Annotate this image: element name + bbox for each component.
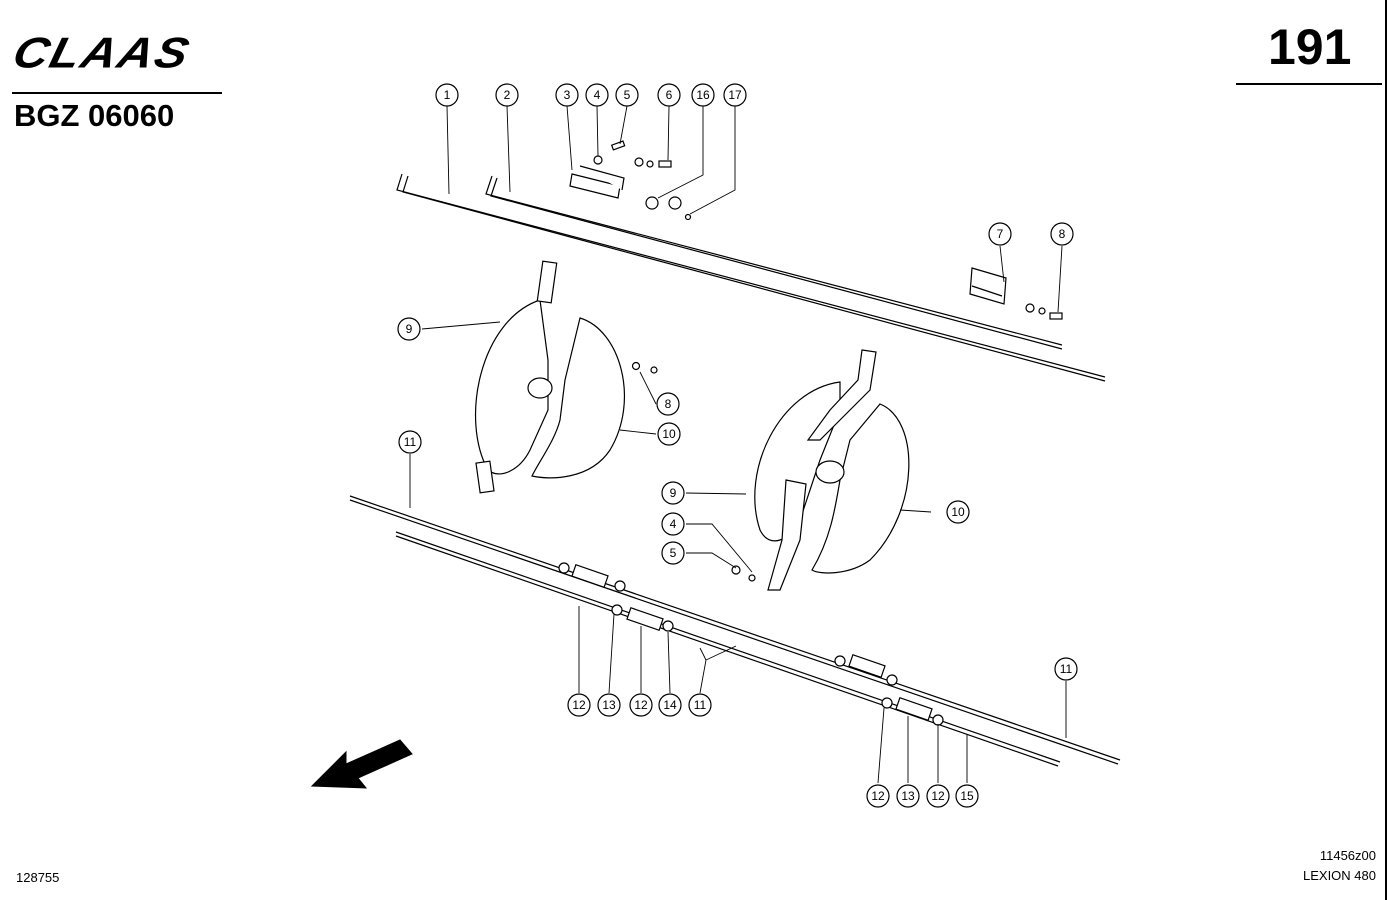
callout-1: 1 xyxy=(435,83,459,107)
callout-11-bottom: 12 xyxy=(567,693,591,717)
svg-text:10: 10 xyxy=(662,427,676,441)
svg-text:12: 12 xyxy=(871,789,885,803)
svg-text:11: 11 xyxy=(1060,662,1073,676)
svg-text:10: 10 xyxy=(951,505,965,519)
drawing-info: 11456z00 LEXION 480 xyxy=(1303,846,1376,886)
header-divider xyxy=(12,92,222,94)
svg-text:11: 11 xyxy=(404,435,417,449)
callout-11-right: 11 xyxy=(1054,657,1078,681)
svg-text:7: 7 xyxy=(997,227,1004,241)
leader-lines xyxy=(409,105,1067,784)
svg-text:13: 13 xyxy=(901,789,915,803)
callout-5-lower: 5 xyxy=(661,541,685,565)
callout-13-b: 13 xyxy=(896,784,920,808)
callout-11-left: 11 xyxy=(398,430,422,454)
svg-text:4: 4 xyxy=(594,88,601,102)
document-code: BGZ 06060 xyxy=(14,98,175,133)
bracket-part-7 xyxy=(969,267,1063,320)
callout-8-top: 8 xyxy=(1050,222,1074,246)
page-number: 191 xyxy=(1268,19,1352,75)
callout-12-d: 12 xyxy=(926,784,950,808)
drawing-number: 11456z00 xyxy=(1319,848,1376,863)
callout-17: 17 xyxy=(723,83,747,107)
callout-6: 6 xyxy=(657,83,681,107)
bracket-part-3 xyxy=(569,140,692,221)
rod-part-2 xyxy=(485,175,1063,350)
svg-text:4: 4 xyxy=(670,517,677,531)
left-disc-assembly xyxy=(475,260,658,494)
callout-12-a: 13 xyxy=(597,693,621,717)
callout-4-lower: 4 xyxy=(661,512,685,536)
callout-2: 2 xyxy=(495,83,519,107)
svg-text:13: 13 xyxy=(602,698,616,712)
callout-10-right: 10 xyxy=(946,500,970,524)
svg-text:9: 9 xyxy=(670,486,677,500)
svg-text:6: 6 xyxy=(666,88,673,102)
page-frame-edge xyxy=(1385,0,1387,900)
callout-8-middle: 8 xyxy=(656,392,680,416)
callout-3: 3 xyxy=(555,83,579,107)
callout-5: 5 xyxy=(615,83,639,107)
svg-text:11: 11 xyxy=(694,698,707,712)
svg-text:5: 5 xyxy=(624,88,631,102)
rod-part-1 xyxy=(396,173,1106,382)
callout-9-left: 9 xyxy=(397,317,421,341)
svg-text:5: 5 xyxy=(670,546,677,560)
forward-direction-arrow xyxy=(310,739,413,789)
right-disc-assembly xyxy=(731,349,910,591)
lower-rod-upper-row xyxy=(349,495,1121,765)
callout-14: 11 xyxy=(688,693,712,717)
callout-10-left: 10 xyxy=(657,422,681,446)
svg-text:8: 8 xyxy=(1059,227,1066,241)
reference-number: 128755 xyxy=(16,870,60,885)
svg-text:12: 12 xyxy=(634,698,648,712)
svg-text:16: 16 xyxy=(696,88,710,102)
callout-12-b: 14 xyxy=(658,693,682,717)
callout-12-c: 12 xyxy=(866,784,890,808)
svg-text:17: 17 xyxy=(728,88,742,102)
svg-text:15: 15 xyxy=(960,789,974,803)
svg-text:9: 9 xyxy=(406,322,413,336)
page-number-divider xyxy=(1236,83,1382,85)
svg-text:1: 1 xyxy=(444,88,451,102)
svg-text:8: 8 xyxy=(665,397,672,411)
callout-16: 16 xyxy=(691,83,715,107)
svg-text:14: 14 xyxy=(663,698,677,712)
lower-rod-lower-row xyxy=(395,531,1061,767)
callout-4: 4 xyxy=(585,83,609,107)
svg-text:12: 12 xyxy=(572,698,586,712)
machine-model: LEXION 480 xyxy=(1303,868,1376,883)
callout-9-right: 9 xyxy=(661,481,685,505)
svg-text:3: 3 xyxy=(564,88,571,102)
svg-text:12: 12 xyxy=(931,789,945,803)
callout-7: 7 xyxy=(988,222,1012,246)
svg-text:2: 2 xyxy=(504,88,511,102)
callout-13-a: 12 xyxy=(629,693,653,717)
callout-15: 15 xyxy=(955,784,979,808)
